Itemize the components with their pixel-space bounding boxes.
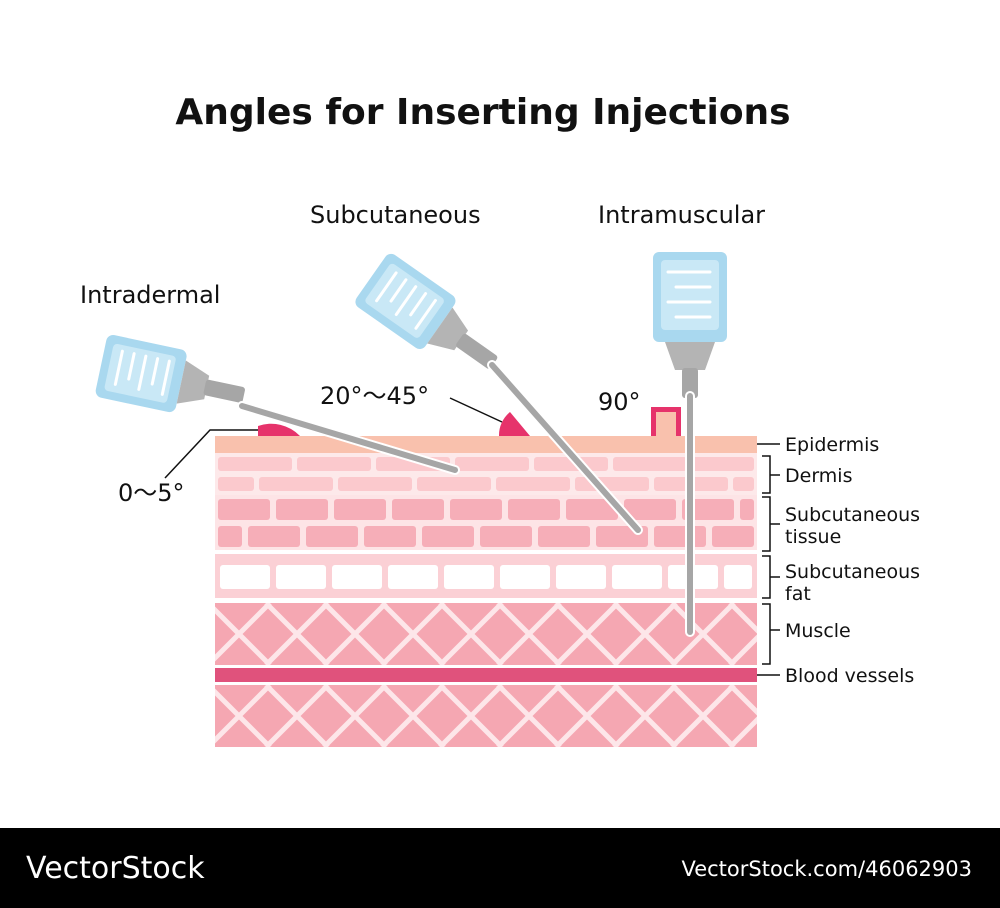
intramuscular-label: Intramuscular (598, 201, 765, 229)
subcutaneous-angle-label: 20°〜45° (320, 382, 429, 410)
muscle-layer (215, 603, 757, 665)
intradermal-angle-label: 0〜5° (118, 479, 185, 507)
layer-label-subcutaneous-fat-line2: fat (785, 583, 811, 605)
subcutaneous-angle-leader (449, 397, 503, 423)
epidermis-layer (215, 436, 757, 453)
intramuscular-syringe (653, 252, 727, 637)
dermis-layer (215, 453, 757, 495)
subcutaneous-tissue-layer (215, 495, 757, 550)
footer-bar (0, 828, 1000, 908)
layer-label-subcutaneous-tissue-line2: tissue (785, 526, 841, 548)
muscle-layer-lower (215, 685, 757, 747)
footer-brand: VectorStock (26, 851, 205, 886)
intradermal-angle-leader (164, 429, 258, 479)
blood-vessel-layer (215, 668, 757, 682)
intradermal-label: Intradermal (80, 281, 220, 309)
layer-label-blood-vessels: Blood vessels (785, 665, 914, 687)
layer-labels (757, 443, 780, 676)
intradermal-angle-marker (258, 423, 300, 436)
subcutaneous-syringe (355, 253, 643, 535)
subcutaneous-label: Subcutaneous (310, 201, 481, 229)
footer-url: VectorStock.com/46062903 (681, 857, 972, 881)
intradermal-syringe (95, 335, 460, 475)
layer-label-epidermis: Epidermis (785, 434, 879, 456)
skin-cross-section (215, 436, 757, 747)
layer-label-subcutaneous-fat: Subcutaneous (785, 561, 920, 583)
layer-label-subcutaneous-tissue: Subcutaneous (785, 504, 920, 526)
subcutaneous-fat-layer (215, 554, 757, 598)
intramuscular-angle-label: 90° (598, 388, 641, 416)
subcutaneous-angle-marker (498, 412, 530, 436)
diagram-title: Angles for Inserting Injections (175, 92, 790, 133)
layer-label-dermis: Dermis (785, 465, 852, 487)
layer-label-muscle: Muscle (785, 620, 851, 642)
